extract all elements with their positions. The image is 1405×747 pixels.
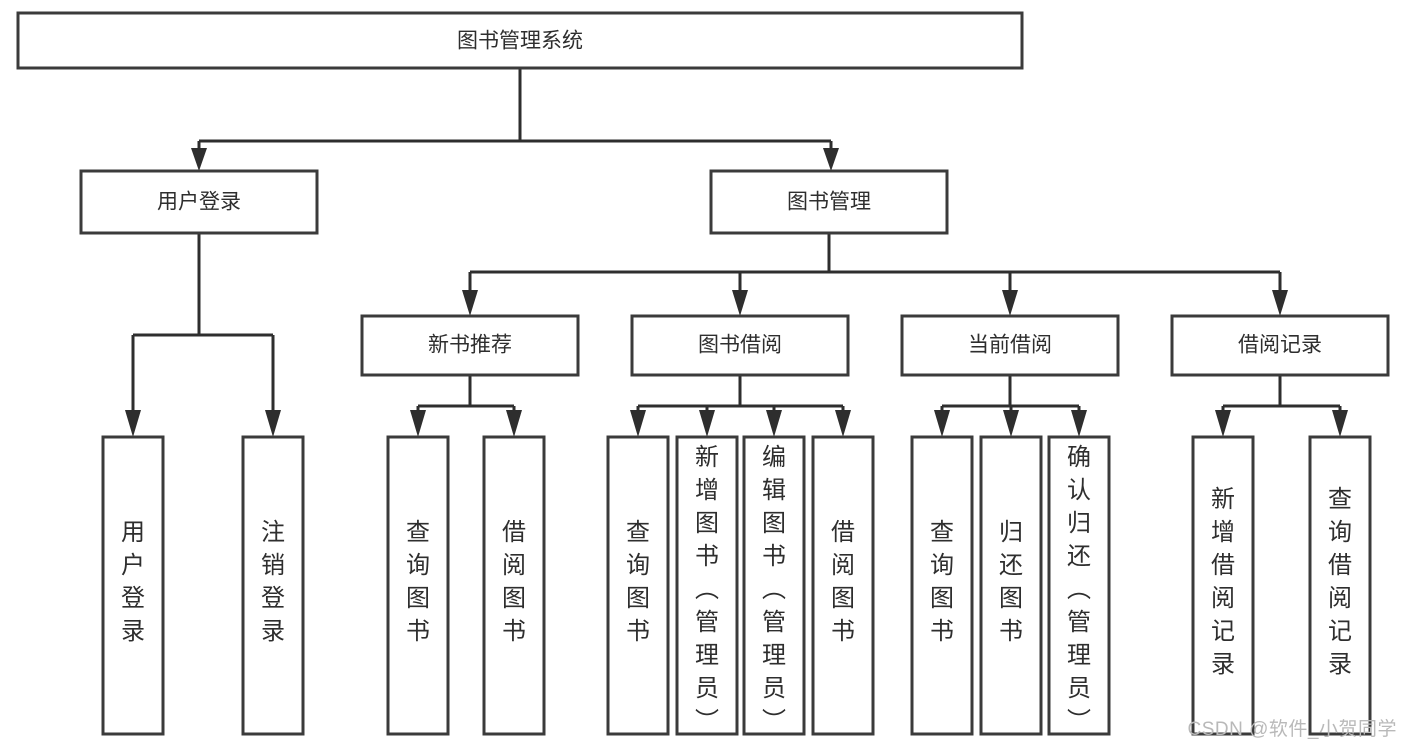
leaf-confirm-return[interactable]: 确认归还︵管理员︶ [1047,435,1111,736]
leaf-add-book-label: 新增图书︵管理员︶ [695,444,719,735]
node-user-login-box[interactable] [79,169,319,235]
arrowhead-leaf-query-book-brw [630,410,646,437]
node-book-manage-box[interactable] [709,169,949,235]
node-borrow-record-box[interactable] [1170,314,1390,377]
leaf-query-record-box[interactable] [1308,435,1372,736]
leaf-logout-box[interactable] [241,435,305,736]
leaf-add-record-box[interactable] [1191,435,1255,736]
leaf-add-record[interactable]: 新增借阅记录 [1191,435,1255,736]
node-book-manage[interactable]: 图书管理 [709,169,949,235]
leaf-borrow-book-rec[interactable]: 借阅图书 [482,435,546,736]
node-book-manage-label: 图书管理 [787,191,871,214]
node-new-book-rec-label: 新书推荐 [428,334,512,357]
node-book-borrow-box[interactable] [630,314,850,377]
leaf-return-book-box[interactable] [979,435,1043,736]
arrowhead-leaf-add-book [699,410,715,437]
arrowhead-leaf-query-record [1332,410,1348,437]
leaf-edit-book-box[interactable] [742,435,806,736]
leaf-user-login[interactable]: 用户登录 [101,435,165,736]
leaf-add-record-label: 新增借阅记录 [1211,486,1235,678]
node-new-book-rec[interactable]: 新书推荐 [360,314,580,377]
node-new-book-rec-box[interactable] [360,314,580,377]
arrowhead-leaf-borrow-book-rec [506,410,522,437]
leaf-user-login-label: 用户登录 [121,519,145,645]
leaf-query-record-label: 查询借阅记录 [1328,486,1352,678]
arrowhead-leaf-return-book [1003,410,1019,437]
arrowhead-new-book-rec [462,290,478,316]
arrowhead-current-borrow [1002,290,1018,316]
arrowhead-book-manage [823,148,839,171]
leaf-query-book-rec-box[interactable] [386,435,450,736]
node-current-borrow-label: 当前借阅 [968,334,1052,357]
csdn-watermark: CSDN @软件_小贺同学 [1187,719,1397,740]
leaf-user-login-box[interactable] [101,435,165,736]
leaf-confirm-return-label: 确认归还︵管理员︶ [1067,444,1091,735]
leaf-logout-label: 注销登录 [261,519,285,645]
connector-layer [125,68,1348,437]
leaf-confirm-return-box[interactable] [1047,435,1111,736]
leaf-edit-book-label: 编辑图书︵管理员︶ [762,444,786,735]
leaf-return-book[interactable]: 归还图书 [979,435,1043,736]
node-user-login[interactable]: 用户登录 [79,169,319,235]
node-borrow-record-label: 借阅记录 [1238,334,1322,357]
arrowhead-leaf-add-record [1215,410,1231,437]
arrowhead-leaf-borrow-book-brw [835,410,851,437]
node-borrow-record[interactable]: 借阅记录 [1170,314,1390,377]
leaf-borrow-book-rec-box[interactable] [482,435,546,736]
arrowhead-leaf-edit-book [766,410,782,437]
leaf-add-book-box[interactable] [675,435,739,736]
node-root-label: 图书管理系统 [457,30,583,53]
leaf-edit-book[interactable]: 编辑图书︵管理员︶ [742,435,806,736]
node-user-login-label: 用户登录 [157,191,241,214]
node-current-borrow-box[interactable] [900,314,1120,377]
leaf-query-book-rec-label: 查询图书 [406,519,430,645]
node-current-borrow[interactable]: 当前借阅 [900,314,1120,377]
leaf-query-book-rec[interactable]: 查询图书 [386,435,450,736]
node-book-borrow[interactable]: 图书借阅 [630,314,850,377]
leaf-query-book-brw-label: 查询图书 [626,519,650,645]
leaf-query-book-cur-box[interactable] [910,435,974,736]
leaf-return-book-label: 归还图书 [999,519,1023,645]
leaf-borrow-book-rec-label: 借阅图书 [502,519,526,645]
node-book-borrow-label: 图书借阅 [698,334,782,357]
arrowhead-leaf-query-book-rec [410,410,426,437]
leaf-query-book-cur[interactable]: 查询图书 [910,435,974,736]
leaf-borrow-book-brw-label: 借阅图书 [831,519,855,645]
arrowhead-book-borrow [732,290,748,316]
arrowhead-leaf-logout [265,410,281,437]
arrowhead-borrow-record [1272,290,1288,316]
leaf-node-layer: 用户登录 注销登录 查询图书 借阅图书 查询图书 新增图书︵管理员︶ 编辑图书︵管理员︶ 借阅… [101,435,1372,736]
leaf-borrow-book-brw-box[interactable] [811,435,875,736]
leaf-query-book-brw[interactable]: 查询图书 [606,435,670,736]
arrowhead-leaf-query-book-cur [934,410,950,437]
leaf-query-book-brw-box[interactable] [606,435,670,736]
node-root[interactable]: 图书管理系统 [16,11,1024,70]
leaf-query-book-cur-label: 查询图书 [930,519,954,645]
arrowhead-leaf-user-login [125,410,141,437]
leaf-query-record[interactable]: 查询借阅记录 [1308,435,1372,736]
node-root-box[interactable] [16,11,1024,70]
leaf-logout[interactable]: 注销登录 [241,435,305,736]
leaf-add-book[interactable]: 新增图书︵管理员︶ [675,435,739,736]
leaf-borrow-book-brw[interactable]: 借阅图书 [811,435,875,736]
arrowhead-user-login [191,148,207,171]
arrowhead-leaf-confirm-return [1071,410,1087,437]
